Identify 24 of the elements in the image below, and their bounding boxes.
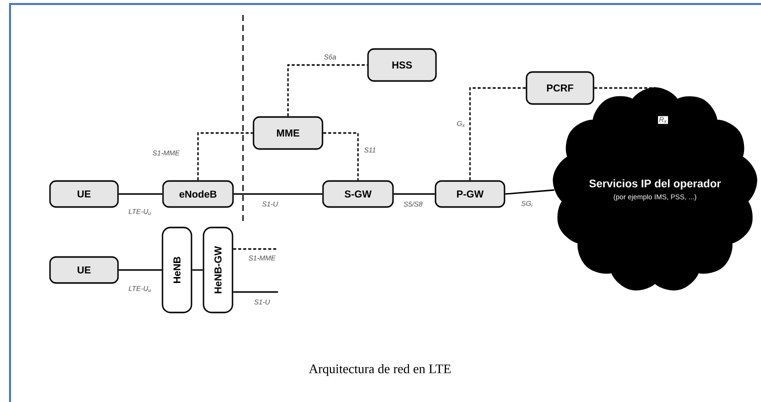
connector-line bbox=[469, 87, 526, 180]
caption: Arquitectura de red en LTE bbox=[308, 364, 451, 376]
process-box: eNodeB bbox=[162, 180, 234, 208]
process-box: HeNB bbox=[162, 226, 192, 314]
process-box: P-GW bbox=[434, 180, 506, 208]
connector-line bbox=[233, 248, 278, 250]
connector-line bbox=[234, 193, 322, 195]
process-box: HSS bbox=[367, 48, 437, 82]
connector-line bbox=[197, 132, 253, 180]
process-box: UE bbox=[49, 180, 119, 208]
connector-line bbox=[505, 189, 554, 195]
connector-line bbox=[118, 269, 162, 271]
process-box: HeNB-GW bbox=[202, 226, 234, 314]
process-box: PCRF bbox=[526, 71, 594, 105]
process-box: S-GW bbox=[322, 180, 394, 208]
connector-line bbox=[233, 291, 278, 293]
connector-line bbox=[323, 132, 359, 180]
connector-line bbox=[118, 193, 162, 195]
process-box: UE bbox=[49, 256, 119, 284]
connector-line bbox=[287, 64, 368, 116]
process-box: MME bbox=[252, 116, 324, 150]
connector-line bbox=[192, 269, 203, 271]
connector-line bbox=[594, 86, 656, 89]
connector-line bbox=[394, 193, 435, 195]
